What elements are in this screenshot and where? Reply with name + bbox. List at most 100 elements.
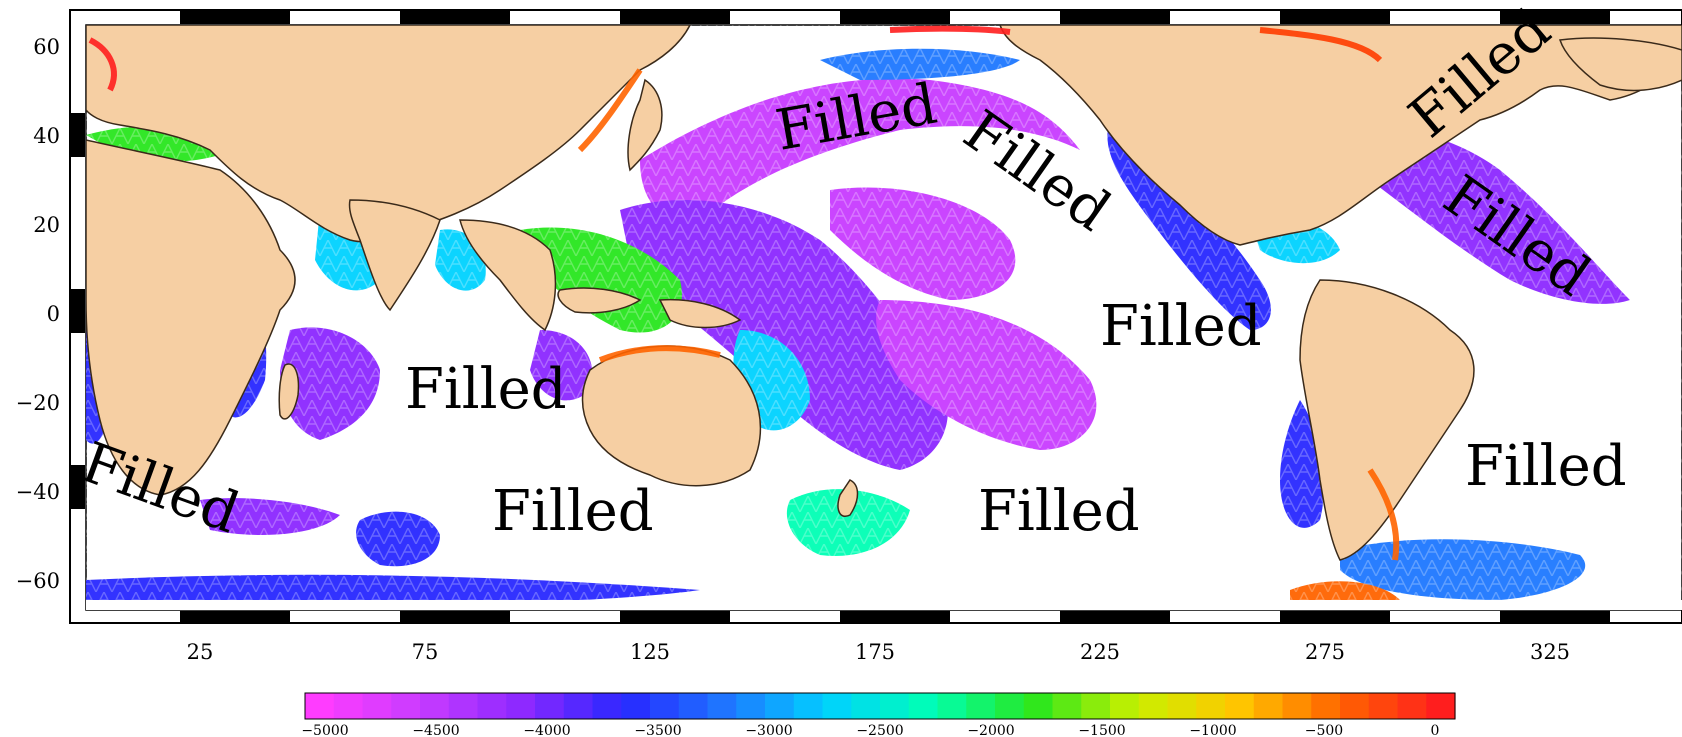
shelf-rim-north-australia bbox=[598, 345, 721, 363]
land-madagascar bbox=[278, 363, 300, 420]
colorbar-swatch bbox=[793, 693, 824, 719]
x-tick-label: 175 bbox=[855, 640, 895, 664]
colorbar-tick-label: −500 bbox=[1305, 723, 1343, 737]
colorbar-swatch bbox=[563, 693, 594, 719]
y-tick-label: 20 bbox=[33, 213, 60, 237]
colorbar-swatch bbox=[621, 693, 651, 719]
colorbar-swatch bbox=[822, 693, 852, 719]
x-tick-label: 25 bbox=[187, 640, 214, 664]
colorbar-tick-label: −2000 bbox=[967, 723, 1014, 737]
frame-top-bar bbox=[620, 11, 730, 24]
colorbar-swatch bbox=[966, 693, 996, 719]
depth-colorbar bbox=[304, 692, 1456, 720]
y-tick-label: 0 bbox=[47, 302, 60, 326]
region-label-filled: Filled bbox=[1100, 294, 1262, 359]
frame-top-bar bbox=[400, 11, 510, 24]
shelf-rim-china bbox=[577, 68, 643, 153]
colorbar-swatch bbox=[1225, 693, 1255, 719]
colorbar-swatch bbox=[1426, 693, 1456, 719]
colorbar-swatch bbox=[1311, 693, 1341, 719]
shelf-rim-canada bbox=[1259, 27, 1383, 63]
shelf-rim-patagonia bbox=[1367, 468, 1400, 561]
colorbar-swatch bbox=[678, 693, 709, 719]
frame-bottom-bar bbox=[1500, 611, 1610, 622]
colorbar-swatch bbox=[736, 693, 766, 719]
colorbar-swatch bbox=[592, 693, 622, 719]
frame-top-bar bbox=[180, 11, 290, 24]
colorbar-tick-label: 0 bbox=[1431, 723, 1440, 737]
colorbar-swatch bbox=[362, 693, 392, 719]
colorbar-swatch bbox=[420, 693, 450, 719]
frame-left-bar bbox=[71, 465, 85, 509]
colorbar-tick-label: −3500 bbox=[634, 723, 681, 737]
x-tick-label: 225 bbox=[1080, 640, 1120, 664]
colorbar-swatch bbox=[937, 693, 967, 719]
land-india bbox=[348, 199, 441, 312]
colorbar-tick-label: −2500 bbox=[856, 723, 903, 737]
y-tick-label: 40 bbox=[33, 124, 60, 148]
frame-bottom-bar bbox=[1060, 611, 1170, 622]
shelf-rim-europe bbox=[88, 37, 117, 92]
frame-top-bar bbox=[840, 11, 950, 24]
colorbar-swatch bbox=[995, 693, 1025, 719]
colorbar-swatch bbox=[1138, 693, 1169, 719]
frame-bottom-bar bbox=[400, 611, 510, 622]
colorbar-swatch bbox=[1196, 693, 1226, 719]
colorbar-swatch bbox=[1110, 693, 1140, 719]
frame-top-bar bbox=[1500, 11, 1610, 24]
land-masses bbox=[86, 25, 1682, 610]
colorbar-swatch bbox=[1340, 693, 1370, 719]
land-africa bbox=[86, 139, 296, 496]
frame-bottom-bar bbox=[1280, 611, 1390, 622]
colorbar-swatch bbox=[1253, 693, 1284, 719]
colorbar-swatch bbox=[765, 693, 795, 719]
colorbar-swatch bbox=[477, 693, 507, 719]
frame-bottom-bar bbox=[180, 611, 290, 622]
region-label-filled: Filled bbox=[978, 479, 1140, 544]
y-tick-label: 60 bbox=[33, 35, 60, 59]
frame-checker-bars bbox=[71, 11, 1610, 622]
frame-left-bar bbox=[71, 289, 85, 333]
colorbar-swatch bbox=[880, 693, 910, 719]
coastal-shelf-rims bbox=[88, 25, 1400, 561]
colorbar-swatch bbox=[851, 693, 881, 719]
land-new-guinea bbox=[658, 298, 742, 329]
colorbar-swatch bbox=[506, 693, 536, 719]
colorbar-tick-label: −4000 bbox=[523, 723, 570, 737]
colorbar-swatch bbox=[650, 693, 680, 719]
y-tick-label: −40 bbox=[16, 480, 60, 504]
colorbar-swatch bbox=[1052, 693, 1082, 719]
colorbar-swatch bbox=[305, 693, 335, 719]
region-label-filled: Filled bbox=[405, 357, 567, 422]
colorbar-swatch bbox=[391, 693, 421, 719]
x-tick-label: 125 bbox=[630, 640, 670, 664]
land-southeast-asia bbox=[459, 219, 557, 332]
colorbar-swatch bbox=[908, 693, 939, 719]
colorbar-swatch bbox=[448, 693, 479, 719]
y-axis-tick-labels: 60 40 20 0 −20 −40 −60 bbox=[16, 35, 60, 593]
frame-top-bar bbox=[1280, 11, 1390, 24]
colorbar-tick-label: −1500 bbox=[1078, 723, 1125, 737]
land-new-zealand bbox=[837, 479, 859, 517]
region-label-filled: Filled bbox=[1465, 434, 1627, 499]
colorbar-tick-label: −4500 bbox=[412, 723, 459, 737]
land-greenland bbox=[1558, 37, 1682, 92]
region-label-filled: Filled bbox=[492, 479, 654, 544]
colorbar-tick-labels: −5000−4500−4000−3500−3000−2500−2000−1500… bbox=[301, 723, 1439, 737]
y-tick-label: −20 bbox=[16, 391, 60, 415]
frame-left-bar bbox=[71, 113, 85, 157]
colorbar-tick-label: −3000 bbox=[745, 723, 792, 737]
colorbar-swatch bbox=[1368, 693, 1399, 719]
colorbar-swatch bbox=[1023, 693, 1054, 719]
y-tick-label: −60 bbox=[16, 569, 60, 593]
x-tick-label: 325 bbox=[1530, 640, 1570, 664]
frame-bottom-bar bbox=[620, 611, 730, 622]
colorbar-swatch bbox=[333, 693, 364, 719]
colorbar-tick-label: −5000 bbox=[301, 723, 348, 737]
x-tick-label: 275 bbox=[1305, 640, 1345, 664]
colorbar-tick-label: −1000 bbox=[1189, 723, 1236, 737]
colorbar-border bbox=[304, 692, 1456, 720]
